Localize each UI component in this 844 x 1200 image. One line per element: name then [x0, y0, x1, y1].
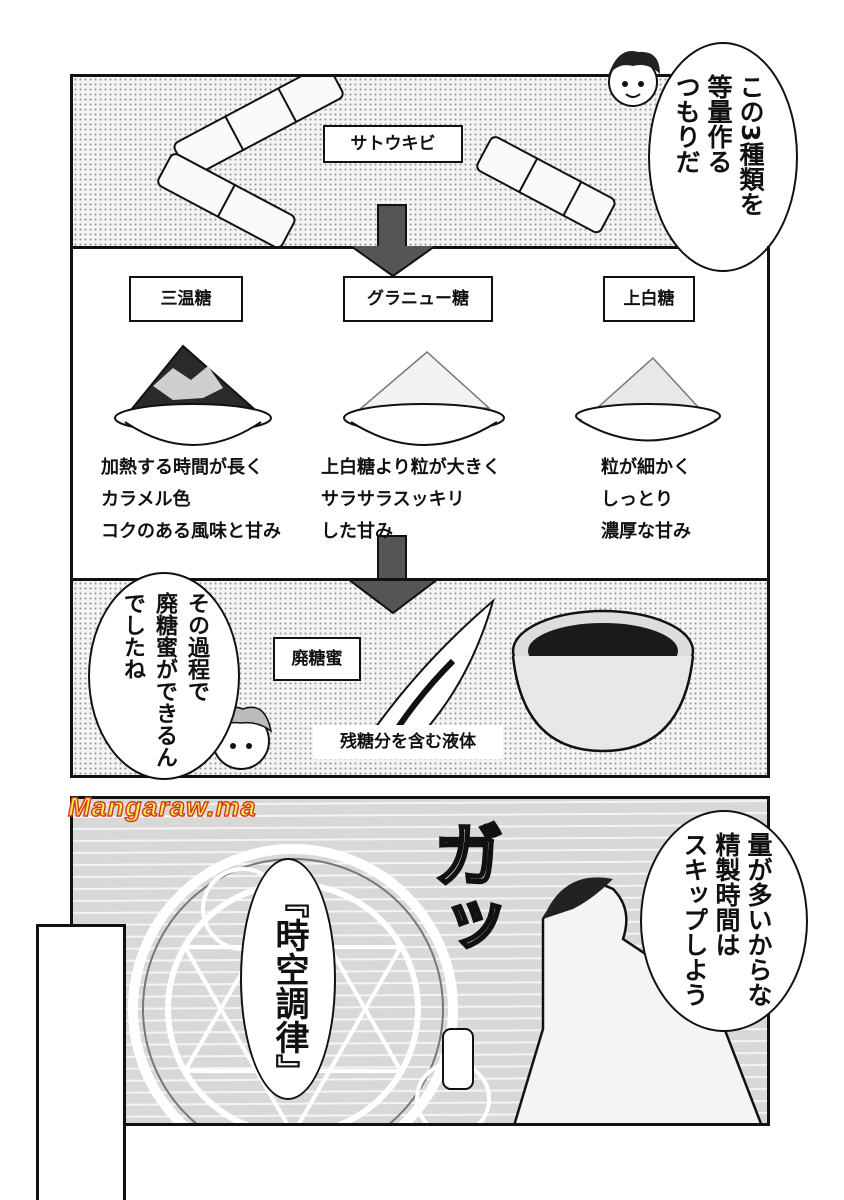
- sugarcane-label: サトウキビ: [323, 125, 463, 163]
- plate-white-sugar-icon: [575, 356, 721, 442]
- desc-line: サラサラスッキリ: [321, 489, 465, 510]
- bubble-line-3: スキップしよう: [680, 832, 709, 1007]
- bubble-line-2: 等量作る: [704, 74, 733, 174]
- sugarcane-illustration: [157, 77, 616, 246]
- sugar-desc-granulated: 上白糖より粒が大きく サラサラスッキリ した甘み: [321, 452, 501, 548]
- desc-line: 濃厚な甘み: [601, 521, 691, 542]
- bubble-line-1: 量が多いからな: [744, 832, 773, 1007]
- bubble-line-3: つもりだ: [672, 74, 701, 174]
- speech-bubble-three-types: この3種類を 等量作る つもりだ: [648, 42, 798, 272]
- plate-brown-sugar-icon: [114, 344, 272, 446]
- desc-line: コクのある風味と甘み: [101, 521, 281, 542]
- molasses-label: 廃糖蜜: [273, 637, 361, 681]
- blank-panel: [36, 924, 126, 1200]
- desc-line: した甘み: [321, 521, 393, 542]
- sugar-label-sanontou: 三温糖: [129, 276, 243, 322]
- hero-head-icon: [608, 51, 660, 107]
- spell-name-text: 『時空調律』: [269, 884, 309, 1088]
- bubble-line-2: 廃糖蜜ができるん: [152, 592, 177, 768]
- speech-bubble-molasses: その過程で 廃糖蜜ができるん でしたね: [88, 572, 240, 780]
- bubble-line-3: でしたね: [120, 592, 145, 680]
- desc-line: 加熱する時間が長く: [101, 457, 263, 478]
- arrow-top-icon: [349, 246, 437, 578]
- panel-spell: ガッ: [70, 796, 770, 1126]
- bubble-line-1: その過程で: [184, 592, 209, 702]
- speech-bubble-skip: 量が多いからな 精製時間は スキップしよう: [640, 810, 808, 1032]
- desc-line: 粒が細かく: [601, 457, 691, 478]
- bubble-line-2: 精製時間は: [712, 832, 741, 957]
- sugar-label-granulated: グラニュー糖: [343, 276, 493, 322]
- sugar-desc-sanontou: 加熱する時間が長く カラメル色 コクのある風味と甘み: [101, 452, 281, 548]
- molasses-illustration: [204, 581, 695, 770]
- panel-sugars: 三温糖 加熱する時間が長く カラメル色 コクのある風味と甘み グラニュー糖 上白…: [70, 246, 770, 581]
- molasses-caption: 残糖分を含む液体: [313, 725, 503, 759]
- desc-line: しっとり: [601, 489, 673, 510]
- bubble-line-1: この3種類を: [736, 74, 765, 217]
- speech-bubble-spell: 『時空調律』: [240, 858, 336, 1100]
- desc-line: 上白糖より粒が大きく: [321, 457, 501, 478]
- plate-granulated-sugar-icon: [343, 351, 505, 446]
- desc-line: カラメル色: [101, 489, 191, 510]
- sfx-gaa: ガッ: [421, 818, 506, 961]
- watermark-text: Mangaraw.ma: [67, 791, 257, 822]
- sugar-label-johakutou: 上白糖: [603, 276, 695, 322]
- sugar-desc-johakutou: 粒が細かく しっとり 濃厚な甘み: [601, 452, 691, 548]
